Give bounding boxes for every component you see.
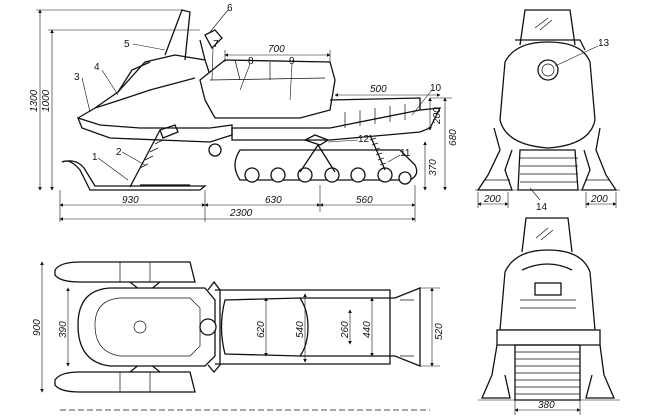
dim-260: 260 [340,321,351,339]
dim-500: 500 [370,84,387,95]
handlebar [204,29,223,50]
callout-4: 4 [94,62,100,73]
top-cowl [77,287,216,367]
callout-14: 14 [536,202,548,213]
callout-1: 1 [92,152,98,163]
dim-930: 930 [122,195,139,206]
callout-2: 2 [116,147,122,158]
callout-7: 7 [213,39,219,50]
dim-200-right: 200 [590,194,608,205]
side-view: 1 2 3 4 5 6 7 8 9 10 11 12 700 500 1300 [29,3,459,222]
dim-1300: 1300 [29,89,40,112]
top-ski-upper [54,261,196,283]
callout-3: 3 [74,72,80,83]
tail-light [534,282,562,296]
top-ski-lower [54,371,196,393]
dim-630: 630 [265,195,282,206]
dim-620: 620 [256,321,267,338]
front-windshield [519,9,576,46]
dim-370: 370 [428,159,439,176]
headlight [537,59,559,81]
rear-bumper [496,329,601,346]
seat [199,59,336,119]
rear-windshield [521,217,573,253]
rear-track [514,344,581,401]
front-strut [129,129,161,188]
dim-200-left: 200 [483,194,501,205]
left-ski-assembly [476,127,513,191]
top-view: 900 390 620 540 260 440 520 [32,261,445,411]
rear-view: 380 [478,217,620,415]
dim-390: 390 [58,321,69,338]
callout-11: 11 [400,148,411,159]
dim-520: 520 [434,323,445,340]
rear-spring [369,134,386,171]
track [234,149,418,181]
dim-680: 680 [448,129,459,146]
dim-700: 700 [268,44,285,55]
callout-8: 8 [248,56,254,67]
dim-440: 440 [362,321,373,338]
dim-380: 380 [538,400,555,411]
ski [61,160,207,191]
callout-5: 5 [124,39,130,50]
callout-12: 12 [358,134,370,145]
dim-540: 540 [295,321,306,338]
callout-10: 10 [430,83,442,94]
dim-200-rear: 200 [432,107,443,125]
front-view: 13 14 200 200 [475,9,620,213]
callout-6: 6 [227,3,233,14]
right-ski-assembly [581,127,618,191]
dim-2300: 2300 [229,208,253,219]
front-cowl [499,41,596,149]
dim-900: 900 [32,319,43,336]
windshield [164,9,191,61]
dim-1000: 1000 [41,89,52,112]
dim-560: 560 [356,195,373,206]
bogie-wheels [244,167,412,185]
callout-13: 13 [598,38,610,49]
callout-9: 9 [289,56,295,67]
